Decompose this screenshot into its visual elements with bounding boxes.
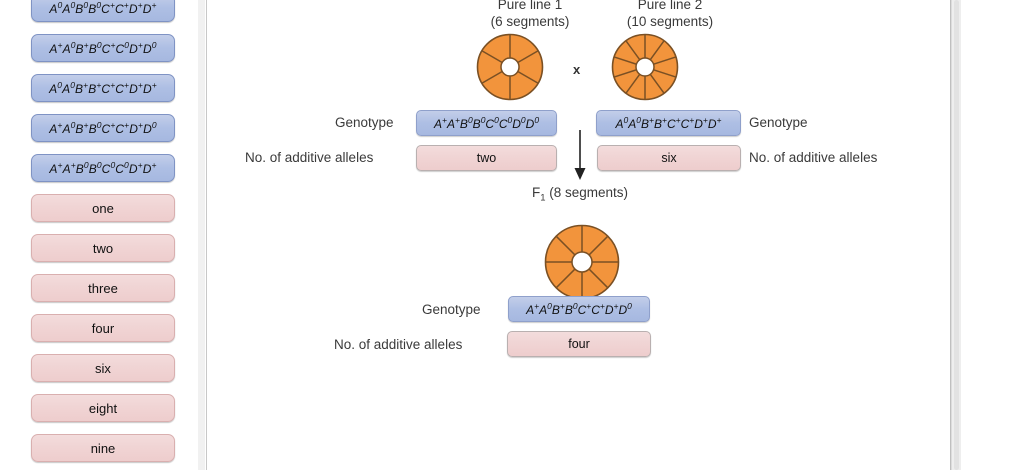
parent-left-title-line2: (6 segments)	[490, 14, 570, 29]
bank-chip-count-one[interactable]: one	[31, 194, 175, 222]
bank-chip-label: nine	[90, 440, 116, 456]
bank-chip-genotype-1[interactable]: A0A0B0B0C+C+D+D+	[31, 0, 175, 22]
bank-chip-label: A+A+B0B0C0C0D+D+	[49, 160, 157, 176]
slot-value: four	[568, 337, 590, 351]
parent-left-additive-label: No. of additive alleles	[245, 150, 374, 165]
parent-right-additive-label: No. of additive alleles	[749, 150, 878, 165]
slot-value: A+A+B0B0C0C0D0D0	[433, 115, 540, 131]
bank-chip-label: three	[88, 280, 118, 296]
pedigree-canvas: Pure line 1 (6 segments) Pure line 2 (10…	[207, 0, 950, 470]
flower-svg	[544, 224, 620, 300]
parent-right-additive-slot[interactable]: six	[597, 145, 741, 171]
bank-chip-label: A+A0B+B0C+C+D+D0	[49, 120, 157, 136]
bank-chip-label: one	[92, 200, 114, 216]
parent-left-genotype-slot[interactable]: A+A+B0B0C0C0D0D0	[416, 110, 557, 136]
offspring-genotype-slot[interactable]: A+A0B+B0C+C+D+D0	[508, 296, 650, 322]
bank-chip-label: six	[95, 360, 111, 376]
cross-arrow	[572, 130, 588, 187]
bank-chip-label: A0A0B+B+C+C+D+D+	[49, 80, 157, 96]
offspring-genotype-label: Genotype	[422, 302, 481, 317]
bank-chip-count-eight[interactable]: eight	[31, 394, 175, 422]
parent-right-title-line2: (10 segments)	[626, 14, 714, 29]
bank-chip-genotype-5[interactable]: A+A+B0B0C0C0D+D+	[31, 154, 175, 182]
page-scrollbar-thumb[interactable]	[954, 0, 959, 470]
bank-chip-count-nine[interactable]: nine	[31, 434, 175, 462]
flower-svg	[476, 33, 544, 101]
bank-chip-count-six[interactable]: six	[31, 354, 175, 382]
parent-right-genotype-label: Genotype	[749, 115, 808, 130]
slot-value: A0A0B+B+C+C+D+D+	[615, 115, 722, 131]
parent-left-flower-6-segments	[475, 32, 545, 107]
offspring-title-line2: (8 segments)	[549, 185, 629, 200]
parent-right-title: Pure line 2 (10 segments)	[585, 0, 755, 30]
arrow-svg	[574, 130, 586, 180]
offspring-additive-label: No. of additive alleles	[334, 337, 463, 352]
bank-chip-genotype-3[interactable]: A0A0B+B+C+C+D+D+	[31, 74, 175, 102]
slot-value: two	[476, 151, 497, 165]
offspring-title-line1: F1	[531, 185, 546, 204]
bank-chip-count-three[interactable]: three	[31, 274, 175, 302]
parent-right-genotype-slot[interactable]: A0A0B+B+C+C+D+D+	[596, 110, 741, 136]
offspring-flower-8-segments	[543, 223, 621, 306]
bank-chip-label: A0A0B0B0C+C+D+D+	[49, 0, 157, 16]
bank-chip-label: four	[91, 320, 115, 336]
parent-left-additive-slot[interactable]: two	[416, 145, 557, 171]
parent-left-title: Pure line 1 (6 segments)	[450, 0, 610, 30]
bank-chip-count-two[interactable]: two	[31, 234, 175, 262]
answer-bank-list: A0A0B0B0C+C+D+D+ A+A0B+B0C+C0D+D0 A0A0B+…	[0, 0, 206, 470]
bank-chip-label: eight	[88, 400, 118, 416]
flower-svg	[611, 33, 679, 101]
bank-chip-count-four[interactable]: four	[31, 314, 175, 342]
offspring-title: F1 (8 segments)	[500, 184, 660, 207]
bank-chip-label: two	[92, 240, 114, 256]
bank-chip-genotype-4[interactable]: A+A0B+B0C+C+D+D0	[31, 114, 175, 142]
answer-bank-scrollbar[interactable]	[198, 0, 205, 470]
parent-left-title-line1: Pure line 1	[497, 0, 563, 12]
bank-chip-genotype-2[interactable]: A+A0B+B0C+C0D+D0	[31, 34, 175, 62]
parent-right-flower-10-segments	[610, 32, 680, 107]
answer-bank-panel: A0A0B0B0C+C+D+D+ A+A0B+B0C+C0D+D0 A0A0B+…	[0, 0, 207, 470]
bank-chip-label: A+A0B+B0C+C0D+D0	[49, 40, 157, 56]
parent-left-genotype-label: Genotype	[335, 115, 394, 130]
slot-value: A+A0B+B0C+C+D+D0	[526, 301, 632, 317]
cross-symbol: x	[573, 62, 581, 77]
page-scrollbar[interactable]	[951, 0, 961, 470]
offspring-additive-slot[interactable]: four	[507, 331, 651, 357]
canvas-right-divider	[950, 0, 951, 470]
parent-right-title-line1: Pure line 2	[637, 0, 703, 12]
slot-value: six	[661, 151, 677, 165]
